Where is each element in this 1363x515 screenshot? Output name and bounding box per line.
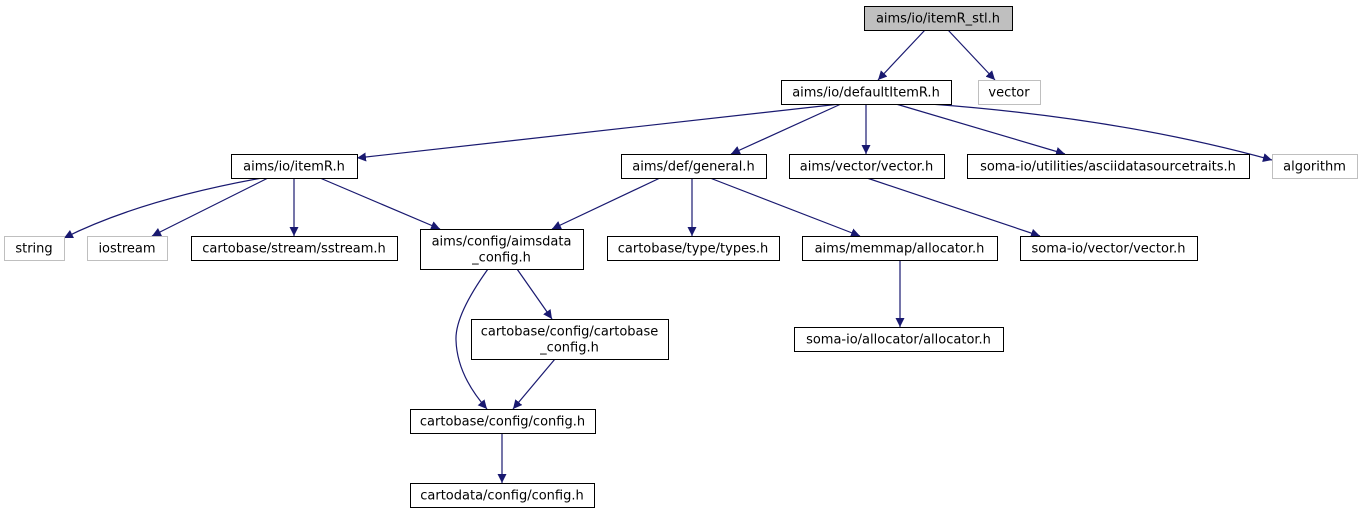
- node-box: [410, 483, 595, 508]
- edge-itemR-to-iostream: [151, 177, 269, 237]
- node-label: cartobase/stream/sstream.h: [202, 242, 386, 257]
- node-label: string: [15, 242, 52, 257]
- edge-defaultItemR-to-algorithm: [929, 103, 1273, 162]
- node-box: [789, 154, 945, 179]
- edge-aims_vector-to-soma_vector: [866, 177, 1041, 238]
- edge-arrow: [516, 268, 553, 320]
- node-box: [191, 236, 398, 261]
- node-algorithm: algorithm: [1272, 154, 1358, 179]
- node-box: [607, 236, 780, 261]
- node-label: aims/config/aimsdata: [432, 235, 572, 250]
- node-box: [471, 319, 669, 360]
- node-box: [1020, 236, 1198, 261]
- node-label: aims/vector/vector.h: [800, 160, 933, 175]
- node-label: soma-io/allocator/allocator.h: [806, 333, 991, 348]
- node-label: aims/io/itemR.h: [243, 160, 345, 175]
- node-box: [231, 154, 358, 179]
- node-box: [781, 80, 952, 105]
- node-label: aims/def/general.h: [632, 160, 754, 175]
- edge-arrow: [63, 177, 263, 239]
- node-allocator[interactable]: aims/memmap/allocator.h: [802, 236, 998, 261]
- node-config_h[interactable]: cartobase/config/config.h: [410, 409, 596, 434]
- node-box: [420, 229, 584, 270]
- edge-arrow: [551, 177, 661, 230]
- edge-defaultItemR-to-general: [730, 103, 842, 155]
- node-label: _config.h: [471, 251, 531, 266]
- edge-cartobase_config-to-config_h: [512, 358, 556, 410]
- edge-general-to-allocator: [709, 177, 861, 237]
- node-soma_vector[interactable]: soma-io/vector/vector.h: [1020, 236, 1198, 261]
- edge-arrow: [512, 358, 556, 410]
- node-label: aims/memmap/allocator.h: [815, 242, 985, 257]
- node-types[interactable]: cartobase/type/types.h: [607, 236, 780, 261]
- node-label: cartodata/config/config.h: [420, 489, 583, 504]
- node-asciidata[interactable]: soma-io/utilities/asciidatasourcetraits.…: [967, 154, 1250, 179]
- edge-arrow: [151, 177, 269, 237]
- edge-arrow: [356, 103, 841, 162]
- node-box: [794, 327, 1004, 352]
- edge-aimsdata_config-to-cartobase_config: [516, 268, 553, 320]
- node-label: soma-io/utilities/asciidatasourcetraits.…: [980, 160, 1236, 175]
- node-label: aims/io/defaultItemR.h: [792, 86, 940, 101]
- edge-arrow: [709, 177, 861, 237]
- node-label: algorithm: [1283, 160, 1346, 175]
- nodes: aims/io/itemR_stl.h aims/io/defaultItemR.…: [4, 6, 1358, 508]
- node-aims_vector[interactable]: aims/vector/vector.h: [789, 154, 945, 179]
- node-label: aims/io/itemR_stl.h: [876, 12, 1000, 27]
- edge-aimsdata_config-to-config_h: [455, 268, 489, 410]
- node-label: iostream: [98, 242, 155, 257]
- node-label: vector: [988, 86, 1030, 101]
- node-sstream[interactable]: cartobase/stream/sstream.h: [191, 236, 398, 261]
- node-box: [87, 236, 168, 261]
- node-vector_std: vector: [978, 80, 1041, 105]
- node-box: [864, 6, 1013, 31]
- node-box: [4, 236, 65, 261]
- edge-arrow: [947, 29, 996, 81]
- edge-root-to-defaultItemR: [877, 29, 926, 81]
- node-box: [967, 154, 1250, 179]
- node-soma_allocator[interactable]: soma-io/allocator/allocator.h: [794, 327, 1004, 352]
- edge-itemR-to-string: [63, 177, 263, 239]
- edge-arrow: [877, 29, 926, 81]
- node-label: cartobase/config/config.h: [420, 415, 585, 430]
- node-general[interactable]: aims/def/general.h: [621, 154, 767, 179]
- edge-arrow: [455, 268, 489, 410]
- edge-defaultItemR-to-asciidata: [895, 103, 1066, 156]
- node-box: [410, 409, 596, 434]
- node-cartodata_config[interactable]: cartodata/config/config.h: [410, 483, 595, 508]
- edge-root-to-vector_std: [947, 29, 996, 81]
- edges: [63, 29, 1273, 483]
- node-label: cartobase/config/cartobase: [481, 325, 659, 340]
- node-box: [978, 80, 1041, 105]
- node-itemR[interactable]: aims/io/itemR.h: [231, 154, 358, 179]
- node-defaultItemR[interactable]: aims/io/defaultItemR.h: [781, 80, 952, 105]
- node-label: _config.h: [539, 341, 599, 356]
- edge-arrow: [866, 177, 1041, 238]
- node-box: [1272, 154, 1358, 179]
- edge-arrow: [895, 103, 1066, 156]
- node-label: soma-io/vector/vector.h: [1031, 242, 1185, 257]
- node-string: string: [4, 236, 65, 261]
- edge-arrow: [319, 177, 441, 230]
- node-root[interactable]: aims/io/itemR_stl.h: [864, 6, 1013, 31]
- node-box: [621, 154, 767, 179]
- edge-arrow: [730, 103, 842, 155]
- node-iostream: iostream: [87, 236, 168, 261]
- edge-itemR-to-aimsdata_config: [319, 177, 441, 230]
- node-box: [802, 236, 998, 261]
- node-label: cartobase/type/types.h: [618, 242, 768, 257]
- node-aimsdata_config[interactable]: aims/config/aimsdata_config.h: [420, 229, 584, 270]
- node-cartobase_config[interactable]: cartobase/config/cartobase_config.h: [471, 319, 669, 360]
- edge-defaultItemR-to-itemR: [356, 103, 841, 162]
- edge-general-to-aimsdata_config: [551, 177, 661, 230]
- edge-arrow: [929, 103, 1273, 162]
